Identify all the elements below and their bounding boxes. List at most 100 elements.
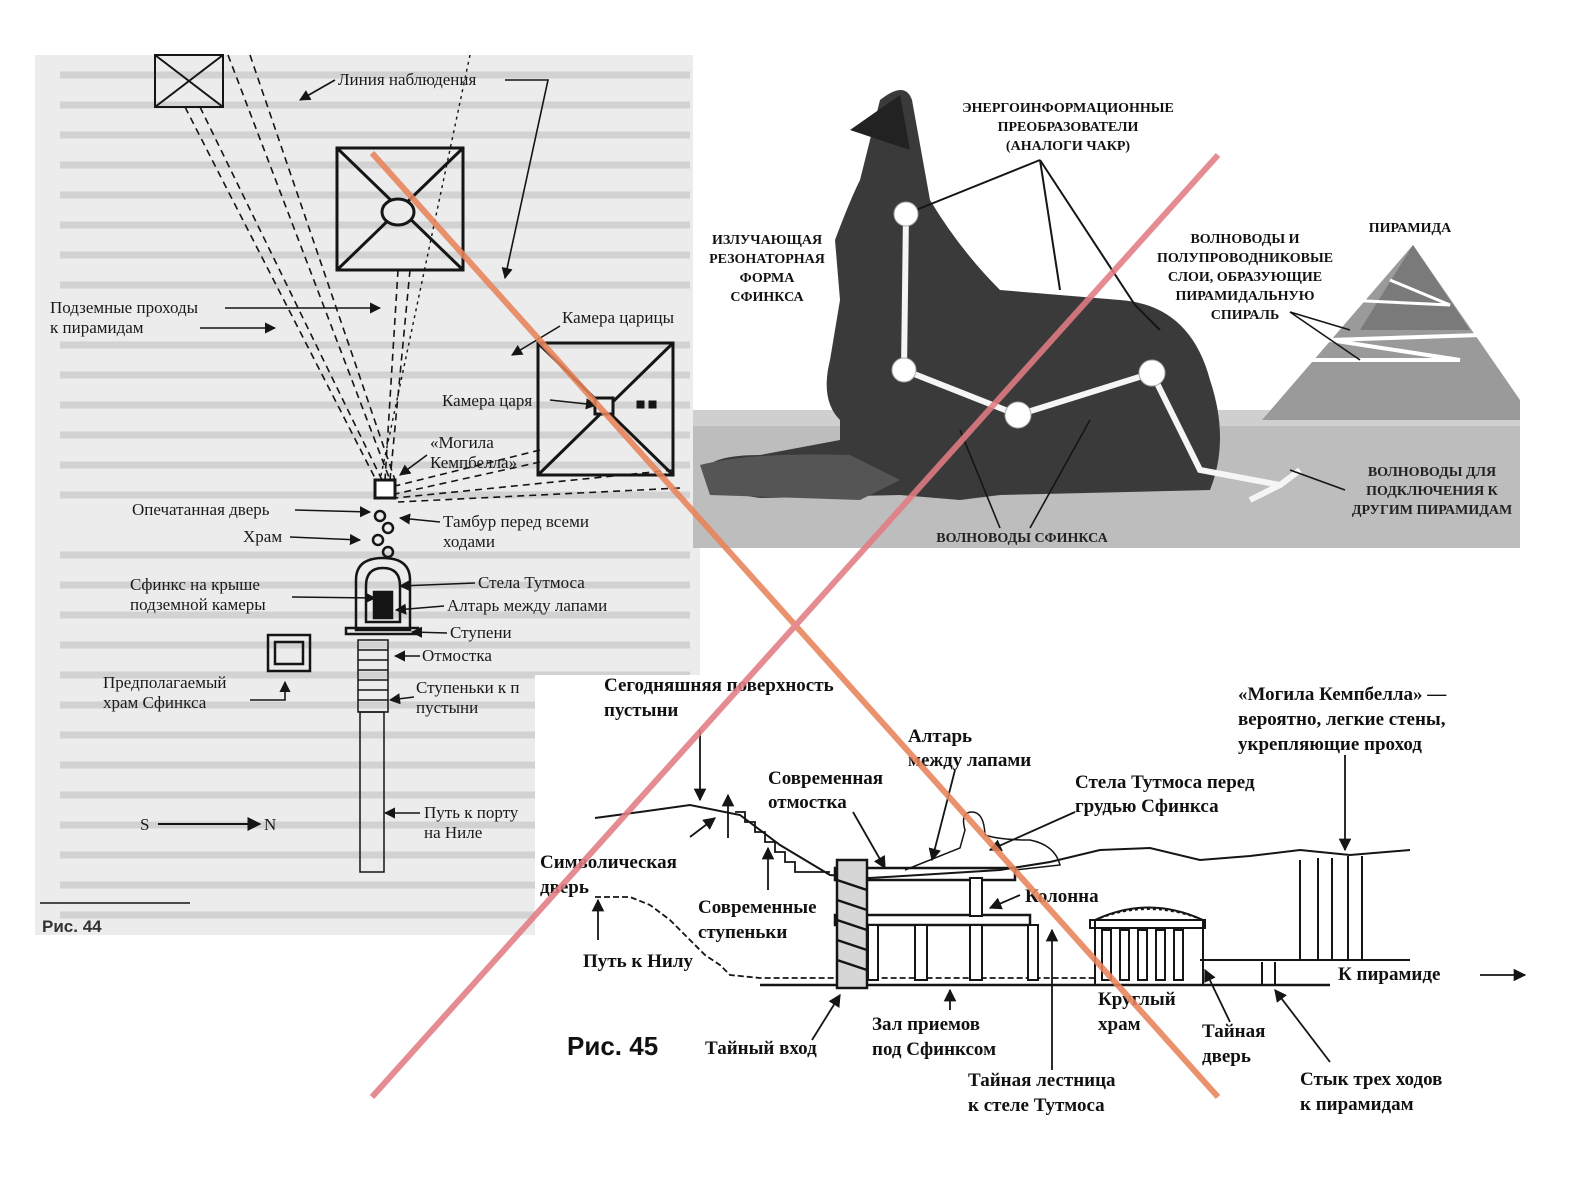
label-connect-line2: ПОДКЛЮЧЕНИЯ К bbox=[1366, 484, 1499, 499]
steps-to-desert bbox=[357, 639, 389, 873]
label-secret-door-line1: Тайная bbox=[1202, 1021, 1265, 1042]
label-connect-line1: ВОЛНОВОДЫ ДЛЯ bbox=[1368, 465, 1496, 480]
chakra-points bbox=[891, 201, 1166, 429]
label-campbells-tomb-line1: «Могила bbox=[430, 433, 494, 452]
cross-overlay bbox=[369, 150, 1221, 1100]
sphinx-platform bbox=[833, 858, 1032, 990]
label-altar-between-paws: Алтарь между лапами bbox=[447, 596, 607, 615]
label-emitting-line1: ИЗЛУЧАЮЩАЯ bbox=[712, 233, 822, 248]
label-modern-apron-line1: Современная bbox=[768, 768, 883, 789]
label-desert-steps-line2: пустыни bbox=[416, 698, 478, 717]
compass-north: N bbox=[264, 815, 276, 834]
energy-triangle bbox=[905, 159, 1161, 331]
label-path-to-port-line1: Путь к порту bbox=[424, 803, 519, 822]
label-round-temple-line2: храм bbox=[1098, 1014, 1141, 1035]
label-altar-line1: Алтарь bbox=[908, 726, 972, 747]
pyramid-shape bbox=[1262, 245, 1520, 420]
figure-45-section: Сегодняшняя поверхность пустыни Алтарь м… bbox=[535, 675, 1535, 1125]
label-campbell-line1: «Могила Кемпбелла» — bbox=[1238, 684, 1447, 705]
label-sphinx-on-roof-line1: Сфинкс на крыше bbox=[130, 575, 260, 594]
label-path-to-nile: Путь к Нилу bbox=[583, 951, 693, 972]
sphinx-energy-panel: ЭНЕРГОИНФОРМАЦИОННЫЕ ПРЕОБРАЗОВАТЕЛИ (АН… bbox=[693, 55, 1520, 548]
supposed-sphinx-temple bbox=[266, 633, 312, 673]
label-campbells-tomb-line2: Кемпбелла» bbox=[430, 453, 517, 472]
label-altar-line2: между лапами bbox=[908, 750, 1031, 771]
fig44-leader-arrows bbox=[200, 79, 598, 819]
label-vestibule-line1: Тамбур перед всеми bbox=[443, 512, 589, 531]
label-energy-line2: ПРЕОБРАЗОВАТЕЛИ bbox=[998, 120, 1139, 135]
fig44-labels: Линия наблюдения Подземные проходы к пир… bbox=[42, 70, 675, 936]
label-waveguides-line3: СЛОИ, ОБРАЗУЮЩИЕ bbox=[1168, 270, 1322, 285]
label-underground-passages-line2: к пирамидам bbox=[50, 318, 144, 337]
label-pyramid: ПИРАМИДА bbox=[1369, 221, 1452, 236]
desert-surface-line bbox=[594, 803, 1411, 880]
fig44-caption: Рис. 44 bbox=[42, 917, 102, 936]
label-round-temple-line1: Круглый bbox=[1098, 989, 1176, 1010]
label-path-to-port-line2: на Ниле bbox=[424, 823, 482, 842]
pyramid-top bbox=[154, 54, 224, 108]
label-junction-line2: к пирамидам bbox=[1300, 1094, 1414, 1115]
label-sphinx-waveguides: ВОЛНОВОДЫ СФИНКСА bbox=[936, 531, 1108, 546]
label-temple: Храм bbox=[243, 527, 282, 546]
sphinx-panel-labels: ЭНЕРГОИНФОРМАЦИОННЫЕ ПРЕОБРАЗОВАТЕЛИ (АН… bbox=[709, 101, 1512, 546]
label-emitting-line4: СФИНКСА bbox=[730, 290, 804, 305]
passage-lines bbox=[184, 54, 681, 503]
label-modern-apron-line2: отмостка bbox=[768, 792, 847, 813]
label-stele-line2: грудью Сфинкса bbox=[1075, 796, 1219, 817]
label-reception-hall-line2: под Сфинксом bbox=[872, 1039, 996, 1060]
label-secret-door-line2: дверь bbox=[1202, 1046, 1251, 1067]
fig45-leader-arrows bbox=[591, 730, 1527, 1070]
label-surface-line1: Сегодняшняя поверхность bbox=[604, 675, 834, 696]
label-reception-hall-line1: Зал приемов bbox=[872, 1014, 980, 1035]
label-supposed-temple-line2: храм Сфинкса bbox=[103, 693, 207, 712]
label-waveguides-line2: ПОЛУПРОВОДНИКОВЫЕ bbox=[1157, 251, 1333, 266]
sphinx-body bbox=[700, 90, 1220, 500]
hall-columns bbox=[867, 877, 1039, 981]
label-emitting-line3: ФОРМА bbox=[740, 271, 796, 286]
observation-line bbox=[379, 54, 471, 481]
label-vestibule-line2: ходами bbox=[443, 532, 495, 551]
label-surface-line2: пустыни bbox=[604, 700, 678, 721]
sphinx-waveguide-lines bbox=[959, 311, 1361, 529]
label-waveguides-line1: ВОЛНОВОДЫ И bbox=[1190, 232, 1299, 247]
label-waveguides-line5: СПИРАЛЬ bbox=[1211, 308, 1279, 323]
compass-south: S bbox=[140, 815, 149, 834]
label-campbell-line3: укрепляющие проход bbox=[1238, 734, 1422, 755]
label-secret-stair-line2: к стеле Тутмоса bbox=[968, 1095, 1105, 1116]
label-waveguides-line4: ПИРАМИДАЛЬНУЮ bbox=[1175, 289, 1314, 304]
fig45-labels: Сегодняшняя поверхность пустыни Алтарь м… bbox=[540, 675, 1447, 1116]
label-stele-line1: Стела Тутмоса перед bbox=[1075, 772, 1255, 793]
path-to-nile-line bbox=[595, 896, 1095, 979]
campbell-tomb-walls bbox=[1261, 856, 1363, 985]
label-underground-passages-line1: Подземные проходы bbox=[50, 298, 199, 317]
label-queens-chamber: Камера царицы bbox=[562, 308, 675, 327]
pyramid-middle bbox=[335, 146, 465, 272]
label-steps: Ступени bbox=[450, 623, 512, 642]
label-kings-chamber: Камера царя bbox=[442, 391, 532, 410]
campbell-tomb-box bbox=[373, 478, 397, 500]
cross-stroke-b bbox=[369, 152, 1221, 1100]
label-apron: Отмостка bbox=[422, 646, 492, 665]
label-supposed-temple-line1: Предполагаемый bbox=[103, 673, 227, 692]
vestibule-chain bbox=[371, 509, 395, 559]
label-sphinx-on-roof-line2: подземной камеры bbox=[130, 595, 266, 614]
label-modern-steps-line1: Современные bbox=[698, 897, 817, 918]
label-junction-line1: Стык трех ходов bbox=[1300, 1069, 1442, 1090]
label-campbell-line2: вероятно, легкие стены, bbox=[1238, 709, 1446, 730]
label-energy-line1: ЭНЕРГОИНФОРМАЦИОННЫЕ bbox=[962, 101, 1174, 116]
label-observation-line: Линия наблюдения bbox=[338, 70, 476, 89]
label-sealed-door: Опечатанная дверь bbox=[132, 500, 270, 519]
label-to-pyramid: К пирамиде bbox=[1338, 964, 1440, 985]
modern-steps bbox=[735, 811, 830, 873]
label-secret-entrance: Тайный вход bbox=[705, 1038, 817, 1059]
fig45-paper bbox=[535, 675, 1535, 1125]
round-temple bbox=[1089, 906, 1206, 985]
label-energy-line3: (АНАЛОГИ ЧАКР) bbox=[1006, 139, 1130, 154]
label-modern-steps-line2: ступеньки bbox=[698, 922, 787, 943]
sphinx-outline bbox=[904, 811, 1061, 871]
label-emitting-line2: РЕЗОНАТОРНАЯ bbox=[709, 252, 825, 267]
fig45-caption: Рис. 45 bbox=[567, 1031, 658, 1061]
label-desert-steps-line1: Ступеньки к п bbox=[416, 678, 520, 697]
label-symbolic-door-line1: Символическая bbox=[540, 852, 677, 873]
